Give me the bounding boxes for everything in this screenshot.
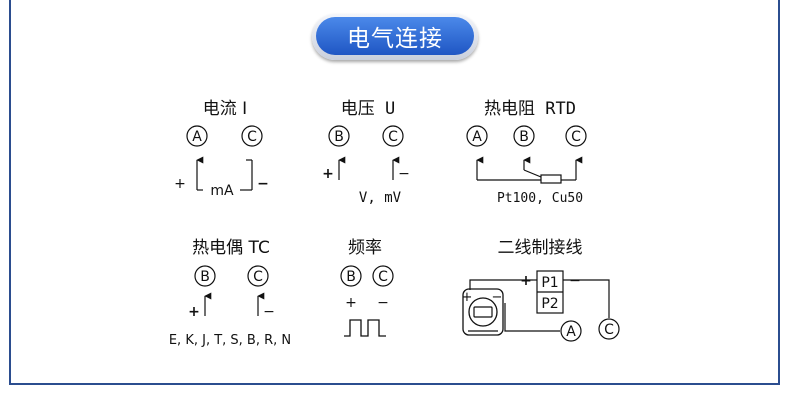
device-minus: − bbox=[492, 290, 503, 305]
current-title: 电流 I bbox=[203, 99, 247, 119]
terminal-c: C bbox=[598, 318, 620, 340]
svg-text:C: C bbox=[604, 322, 614, 338]
rtd-section: 热电阻 RTD A B C Pt100, Cu50 bbox=[466, 99, 587, 206]
header-badge: 电气连接 bbox=[312, 14, 478, 60]
svg-text:C: C bbox=[388, 129, 398, 145]
two-wire-section: 二线制接线 P1 P2 + − + − A C bbox=[462, 238, 620, 342]
two-wire-minus: − bbox=[569, 273, 581, 289]
svg-text:A: A bbox=[566, 324, 576, 340]
frequency-section: 频率 B C + − bbox=[340, 238, 394, 337]
svg-text:B: B bbox=[334, 129, 344, 145]
current-minus: − bbox=[257, 176, 269, 192]
voltage-minus: − bbox=[398, 166, 410, 182]
terminal-a: A bbox=[560, 320, 582, 342]
frequency-plus: + bbox=[345, 295, 357, 311]
voltage-title: 电压 U bbox=[341, 99, 395, 119]
svg-text:A: A bbox=[472, 129, 482, 145]
voltage-unit: V, mV bbox=[359, 190, 402, 206]
terminal-c: C bbox=[241, 125, 263, 147]
rtd-title: 热电阻 RTD bbox=[484, 99, 576, 119]
terminal-c: C bbox=[565, 125, 587, 147]
resistor-symbol bbox=[540, 174, 562, 184]
pulse-waveform-icon bbox=[344, 319, 386, 337]
transmitter-icon bbox=[462, 288, 504, 336]
svg-text:A: A bbox=[192, 129, 202, 145]
terminal-b: B bbox=[513, 125, 535, 147]
tc-minus: − bbox=[263, 304, 275, 320]
terminal-b: B bbox=[340, 265, 362, 287]
two-wire-plus: + bbox=[520, 273, 532, 289]
thermocouple-section: 热电偶 TC B C + − E, K, J, T, S, B, R, N bbox=[169, 238, 291, 348]
current-unit: mA bbox=[210, 183, 234, 199]
terminal-b: B bbox=[328, 125, 350, 147]
svg-text:B: B bbox=[200, 269, 210, 285]
frequency-title: 频率 bbox=[348, 238, 382, 258]
rtd-types: Pt100, Cu50 bbox=[497, 191, 583, 206]
header-title: 电气连接 bbox=[316, 17, 474, 55]
device-plus: + bbox=[462, 290, 473, 305]
svg-text:C: C bbox=[571, 129, 581, 145]
terminal-a: A bbox=[186, 125, 208, 147]
terminal-c: C bbox=[382, 125, 404, 147]
svg-text:C: C bbox=[253, 269, 263, 285]
p2-label: P2 bbox=[541, 296, 558, 312]
svg-text:C: C bbox=[247, 129, 257, 145]
voltage-plus: + bbox=[322, 166, 334, 182]
terminal-a: A bbox=[466, 125, 488, 147]
frequency-minus: − bbox=[377, 295, 389, 311]
terminal-b: B bbox=[194, 265, 216, 287]
current-section: 电流 I A C + − mA bbox=[174, 99, 269, 199]
panel-frame bbox=[9, 0, 780, 385]
current-plus: + bbox=[174, 176, 186, 192]
voltage-section: 电压 U B C + − V, mV bbox=[322, 99, 410, 206]
tc-plus: + bbox=[188, 304, 200, 320]
tc-types: E, K, J, T, S, B, R, N bbox=[169, 333, 291, 348]
two-wire-title: 二线制接线 bbox=[498, 238, 583, 258]
terminal-c: C bbox=[247, 265, 269, 287]
p1-label: P1 bbox=[541, 275, 558, 291]
svg-text:B: B bbox=[346, 269, 356, 285]
svg-text:B: B bbox=[519, 129, 529, 145]
terminal-c: C bbox=[372, 265, 394, 287]
tc-title: 热电偶 TC bbox=[192, 238, 270, 258]
svg-text:C: C bbox=[378, 269, 388, 285]
